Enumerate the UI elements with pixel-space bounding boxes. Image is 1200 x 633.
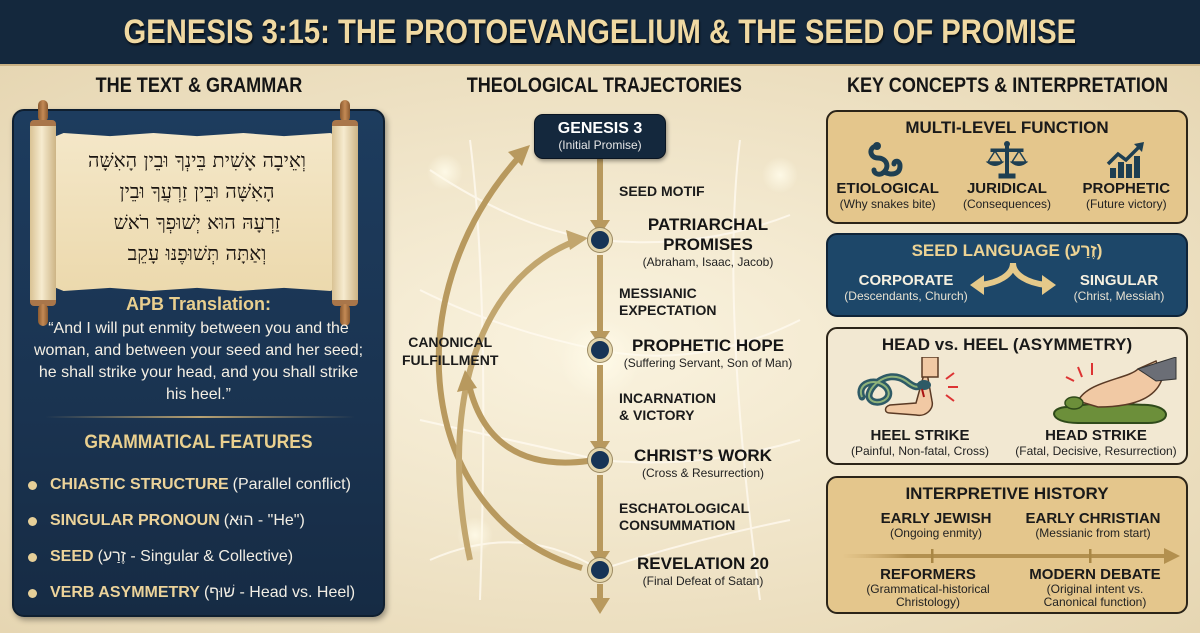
seed-singular: SINGULAR (Christ, Messiah) xyxy=(1073,272,1165,304)
bullet-icon xyxy=(28,516,37,526)
multi-level-function-box: MULTI-LEVEL FUNCTION ETIOLOGICAL (Why sn… xyxy=(826,110,1188,224)
motif-label: ESCHATOLOGICAL CONSUMMATION xyxy=(619,500,750,533)
node-dot-prophetic xyxy=(588,338,612,362)
grammar-list: CHIASTIC STRUCTURE(Parallel conflict) SI… xyxy=(28,467,383,611)
history-early-christian: EARLY CHRISTIAN (Messianic from start) xyxy=(1025,510,1161,540)
motif-label: SEED MOTIF xyxy=(619,183,705,199)
scroll-roller-right xyxy=(332,100,358,326)
scales-icon xyxy=(985,141,1029,179)
seed-corporate: CORPORATE (Descendants, Church) xyxy=(844,272,968,304)
heel-strike-illustration xyxy=(857,357,958,417)
canonical-fulfillment-label: CANONICAL FULFILLMENT xyxy=(402,334,499,368)
timeline-arrow xyxy=(842,548,1180,564)
header-banner: GENESIS 3:15: THE PROTOEVANGELIUM & THE … xyxy=(0,0,1200,66)
bullet-icon xyxy=(28,552,37,562)
hebrew-text: וְאֵיבָה אָשִׁית בֵּינְךָ וּבֵין הָאִשָּ… xyxy=(52,145,342,269)
node-dot-christ xyxy=(588,448,612,472)
stage-patriarchal: PATRIARCHAL PROMISES (Abraham, Isaac, Ja… xyxy=(642,215,774,269)
function-etiological: ETIOLOGICAL (Why snakes bite) xyxy=(833,140,943,211)
stage-christ: CHRIST’S WORK (Cross & Resurrection) xyxy=(634,446,772,480)
hebrew-line: הָאִשָּׁה וּבֵין זַרְעֲךָ וּבֵין xyxy=(119,179,275,203)
grammar-item: SINGULAR PRONOUN(הוּא - "He") xyxy=(28,503,383,539)
head-strike: HEAD STRIKE (Fatal, Decisive, Resurrecti… xyxy=(1015,427,1177,458)
function-juridical: JURIDICAL (Consequences) xyxy=(952,140,1062,211)
stage-prophetic: PROPHETIC HOPE (Suffering Servant, Son o… xyxy=(623,336,793,370)
center-column-title: THEOLOGICAL TRAJECTORIES xyxy=(466,74,742,97)
grammar-item: VERB ASYMMETRY(שׁוּף - Head vs. Heel) xyxy=(28,575,383,611)
trajectory-arrows xyxy=(419,139,801,614)
scroll-roller-left xyxy=(30,100,56,326)
node-dot-revelation xyxy=(588,558,612,582)
box-title: MULTI-LEVEL FUNCTION xyxy=(905,118,1109,137)
seed-language-box: SEED LANGUAGE (זֶרַע) CORPORATE (Descend… xyxy=(826,233,1188,317)
snake-icon xyxy=(868,142,903,177)
grammar-item: CHIASTIC STRUCTURE(Parallel conflict) xyxy=(28,467,383,503)
branch-arrows-icon xyxy=(970,262,1056,295)
stage-revelation: REVELATION 20 (Final Defeat of Satan) xyxy=(637,554,769,588)
motif-label: INCARNATION & VICTORY xyxy=(619,390,716,423)
translation-label: APB Translation: xyxy=(125,294,272,314)
motif-label: MESSIANIC EXPECTATION xyxy=(619,285,717,318)
history-early-jewish: EARLY JEWISH (Ongoing enmity) xyxy=(880,510,992,540)
page-title: GENESIS 3:15: THE PROTOEVANGELIUM & THE … xyxy=(123,12,1077,51)
translation-text: “And I will put enmity between you and t… xyxy=(33,320,364,403)
divider xyxy=(45,416,355,418)
left-column-title: THE TEXT & GRAMMAR xyxy=(95,74,303,97)
bullet-icon xyxy=(28,480,37,490)
right-column-title: KEY CONCEPTS & INTERPRETATION xyxy=(846,74,1169,97)
box-title: SEED LANGUAGE (זֶרַע) xyxy=(911,241,1103,260)
hebrew-line: וְאַתָּה תְּשׁוּפֶנּוּ עָקֵב xyxy=(127,241,267,265)
scroll-parchment: וְאֵיבָה אָשִׁית בֵּינְךָ וּבֵין הָאִשָּ… xyxy=(52,133,342,291)
hebrew-line: זַרְעָהּ הוּא יְשׁוּפְךָ רֹאשׁ xyxy=(113,210,281,234)
history-modern-debate: MODERN DEBATE (Original intent vs. Canon… xyxy=(1029,566,1161,609)
growth-chart-icon xyxy=(1107,142,1145,178)
box-title: HEAD vs. HEEL (ASYMMETRY) xyxy=(881,335,1133,354)
interpretive-history-box: INTERPRETIVE HISTORY EARLY JEWISH (Ongoi… xyxy=(826,476,1188,614)
hebrew-line: וְאֵיבָה אָשִׁית בֵּינְךָ וּבֵין הָאִשָּ… xyxy=(87,148,307,172)
head-strike-illustration xyxy=(1053,357,1177,424)
bullet-icon xyxy=(28,588,37,598)
head-heel-box: HEAD vs. HEEL (ASYMMETRY) HEEL STRIKE (P… xyxy=(826,327,1188,465)
node-genesis-3: GENESIS 3 (Initial Promise) xyxy=(534,114,666,159)
box-title: INTERPRETIVE HISTORY xyxy=(905,484,1109,503)
node-dot-patriarchal xyxy=(588,228,612,252)
hebrew-scroll: וְאֵיבָה אָשִׁית בֵּינְךָ וּבֵין הָאִשָּ… xyxy=(22,100,366,326)
grammar-title: GRAMMATICAL FEATURES xyxy=(84,432,313,453)
function-prophetic: PROPHETIC (Future victory) xyxy=(1071,140,1181,211)
grammar-item: SEED(זֶרַע - Singular & Collective) xyxy=(28,539,383,575)
history-reformers: REFORMERS (Grammatical-historical Christ… xyxy=(866,566,990,609)
heel-strike: HEEL STRIKE (Painful, Non-fatal, Cross) xyxy=(850,427,990,458)
